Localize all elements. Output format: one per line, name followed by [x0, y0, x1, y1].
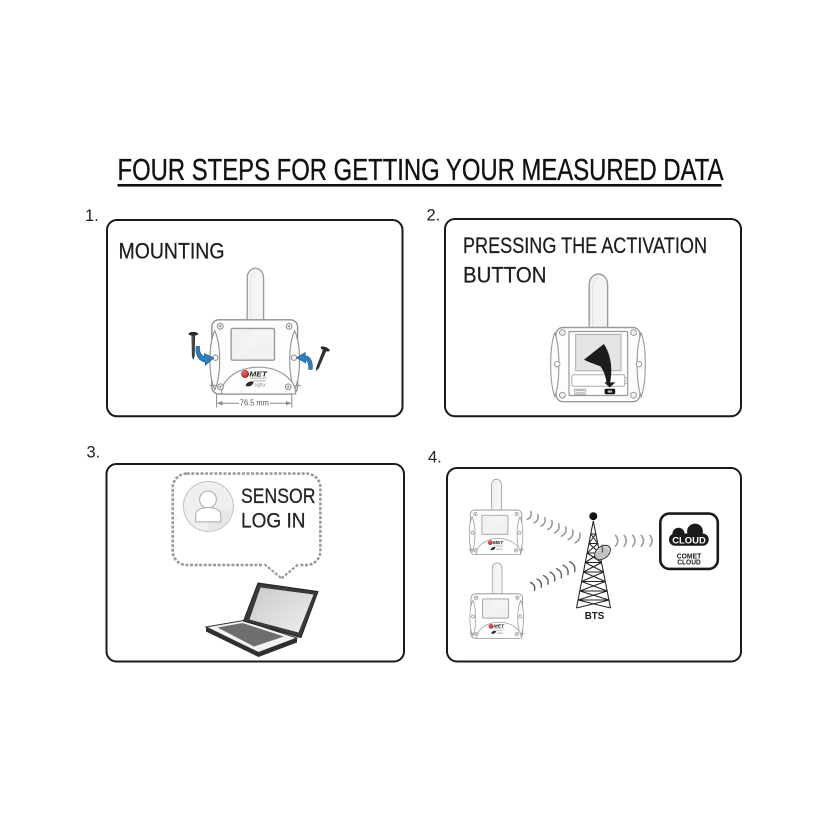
- svg-text:4.: 4.: [428, 449, 442, 467]
- svg-text:3.: 3.: [87, 444, 101, 462]
- svg-text:2.: 2.: [427, 207, 441, 225]
- svg-text:PRESSING THE ACTIVATION: PRESSING THE ACTIVATION: [463, 233, 707, 258]
- svg-text:COMET: COMET: [677, 552, 702, 561]
- svg-text:1.: 1.: [85, 207, 99, 225]
- svg-text:BUTTON: BUTTON: [463, 263, 547, 288]
- svg-text:CLOUD: CLOUD: [677, 558, 701, 567]
- svg-text:FOUR STEPS FOR GETTING YOUR ME: FOUR STEPS FOR GETTING YOUR MEASURED DAT…: [118, 152, 724, 187]
- svg-text:LOG IN: LOG IN: [241, 510, 306, 533]
- svg-text:CLOUD: CLOUD: [672, 536, 706, 547]
- svg-text:BTS: BTS: [585, 611, 605, 622]
- svg-text:76.5 mm: 76.5 mm: [240, 398, 269, 408]
- svg-text:MOUNTING: MOUNTING: [119, 239, 225, 264]
- svg-text:SENSOR: SENSOR: [241, 485, 316, 508]
